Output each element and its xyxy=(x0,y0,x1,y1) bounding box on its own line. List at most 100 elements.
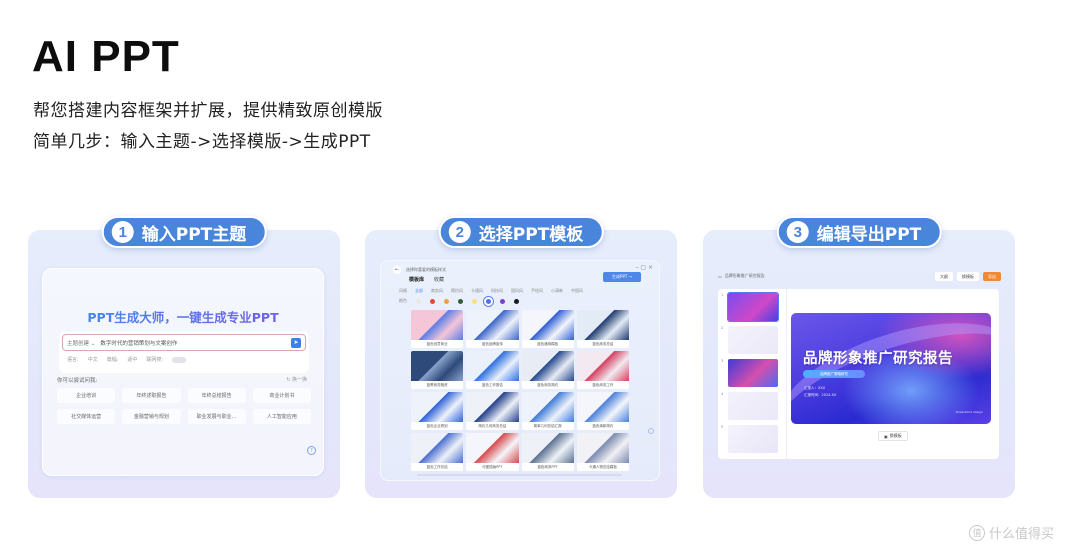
template-card[interactable]: 蓝色品牌宣传 xyxy=(466,310,519,348)
template-thumbnail xyxy=(576,351,629,381)
slide-thumbnail-row[interactable]: 5 xyxy=(721,425,784,453)
length-select[interactable]: 适中 xyxy=(127,357,138,363)
template-thumbnail xyxy=(521,392,574,422)
slide-thumbnail-row[interactable]: 1 xyxy=(721,293,784,321)
change-template-button[interactable]: 换模板 xyxy=(957,272,979,281)
slide-preview[interactable]: 品牌形象推广研究报告 品牌推广策略研究 汇报人：XXX 汇报时间：2024.XX… xyxy=(791,313,991,424)
suggestion-chip[interactable]: 人工智能应用 xyxy=(252,409,311,424)
refresh-suggestions-button[interactable]: ↻ 换一换 xyxy=(286,377,307,383)
page-subtitle-line-1: 帮您搭建内容框架并扩展，提供精致原创模版 xyxy=(33,101,383,121)
template-caption: 蓝色创意商业 xyxy=(426,341,448,346)
template-thumbnail xyxy=(576,310,629,340)
generator-headline: PPT生成大师，一键生成专业PPT xyxy=(43,307,323,326)
template-card[interactable]: 蓝色商务简约 xyxy=(521,351,574,389)
back-arrow-icon[interactable]: ← xyxy=(393,266,401,274)
style-filter-option[interactable]: 中国风 xyxy=(571,288,583,293)
suggestion-chip[interactable]: 社交媒体运营 xyxy=(57,409,116,424)
color-swatch[interactable] xyxy=(416,298,421,304)
template-caption: 简单几何总结汇报 xyxy=(533,423,562,428)
suggestion-chip[interactable]: 职业发展与职业… xyxy=(187,409,246,424)
suggestion-chip[interactable]: 年终述职报告 xyxy=(122,388,181,403)
template-thumbnail xyxy=(411,433,464,463)
topic-input-box: 主题创建 ⌄ 数字时代的营销策划与文案创作 ➤ 语言: 中文 篇幅: 适中 联网… xyxy=(59,331,309,373)
slide-thumbnail[interactable] xyxy=(728,293,778,321)
generate-ppt-button[interactable]: 生成PPT → xyxy=(603,272,641,282)
suggestion-chip[interactable]: 金融营销与规划 xyxy=(122,409,181,424)
template-card[interactable]: 简单几何总结汇报 xyxy=(521,392,574,430)
color-swatch[interactable] xyxy=(500,298,505,304)
suggestion-chip[interactable]: 商业计划书 xyxy=(252,388,311,403)
suggestion-chip[interactable]: 企业培训 xyxy=(57,388,116,403)
template-card[interactable]: 可爱插画PPT xyxy=(466,433,519,471)
style-filter-option[interactable]: 全部 xyxy=(415,288,423,293)
template-card[interactable]: 蓝色通用模板 xyxy=(521,310,574,348)
template-thumbnail xyxy=(466,351,519,381)
style-filter-option[interactable]: 卡通风 xyxy=(471,288,483,293)
style-filter-option[interactable]: 小清新 xyxy=(551,288,563,293)
template-card[interactable]: 蓝色商务PPT xyxy=(521,433,574,471)
slide-thumbnail-row[interactable]: 4 xyxy=(721,392,784,420)
watermark-logo-icon: 值 xyxy=(968,524,985,541)
slide-thumbnail-row[interactable]: 3 xyxy=(721,359,784,387)
outline-button[interactable]: 大纲 xyxy=(935,272,953,281)
template-card[interactable]: 蓝色创意商业 xyxy=(411,310,464,348)
template-caption: 卡通人物总结模板 xyxy=(588,464,617,469)
change-template-inline-button[interactable]: ▣ 换模板 xyxy=(878,431,908,441)
suggestion-chip[interactable]: 年终总结报告 xyxy=(187,388,246,403)
template-picker-window: ← 选择你喜爱的模板样式 – ▢ × 模板库 收藏 生成PPT → 风格 全部 … xyxy=(380,260,660,481)
slide-thumbnail[interactable] xyxy=(728,392,778,420)
template-caption: 蓝色商务简约 xyxy=(537,382,559,387)
suggestions-label: 你可以尝试问我: xyxy=(57,378,98,384)
template-caption: 蓝色品牌宣传 xyxy=(481,341,503,346)
template-card[interactable]: 蓝色清新简约 xyxy=(576,392,629,430)
tab-template-library[interactable]: 模板库 xyxy=(409,277,425,283)
template-thumbnail xyxy=(466,310,519,340)
template-card[interactable]: 蓝色商务总结 xyxy=(576,310,629,348)
template-card[interactable]: 蓝色商务工作 xyxy=(576,351,629,389)
color-swatch[interactable] xyxy=(472,298,477,304)
template-grid: 蓝色创意商业蓝色品牌宣传蓝色通用模板蓝色商务总结蓝黑商务融资蓝色工作报告蓝色商务… xyxy=(411,310,629,471)
style-filter-option[interactable]: 简约风 xyxy=(451,288,463,293)
color-filter-label: 颜色 xyxy=(399,298,407,303)
scroll-top-icon[interactable] xyxy=(648,428,654,434)
color-swatch[interactable] xyxy=(430,298,435,304)
tab-favorites[interactable]: 收藏 xyxy=(434,277,445,283)
color-swatch[interactable] xyxy=(458,298,463,304)
topic-input[interactable]: 主题创建 ⌄ 数字时代的营销策划与文案创作 ➤ xyxy=(62,334,306,351)
style-filter-option[interactable]: 国风风 xyxy=(511,288,523,293)
suggestion-grid: 企业培训 年终述职报告 年终总结报告 商业计划书 社交媒体运营 金融营销与规划 … xyxy=(57,388,311,424)
step-3-pill: 3 编辑导出PPT xyxy=(776,216,942,248)
send-icon[interactable]: ➤ xyxy=(291,337,301,348)
slide-thumbnail-row[interactable]: 2 xyxy=(721,326,784,354)
template-thumbnail xyxy=(411,310,464,340)
slide-thumbnail[interactable] xyxy=(728,326,778,354)
ppt-generator-window: PPT生成大师，一键生成专业PPT 主题创建 ⌄ 数字时代的营销策划与文案创作 … xyxy=(42,268,324,476)
color-swatch[interactable] xyxy=(514,298,519,304)
template-card[interactable]: 蓝色企业规划 xyxy=(411,392,464,430)
color-swatch-selected[interactable] xyxy=(486,298,491,304)
language-select[interactable]: 中文 xyxy=(87,357,98,363)
template-card[interactable]: 蓝色工作报告 xyxy=(466,351,519,389)
color-filter: 颜色 xyxy=(399,298,519,304)
web-search-toggle[interactable] xyxy=(172,356,187,363)
slide-thumbnail[interactable] xyxy=(728,425,778,453)
style-filter: 风格 全部 商务风 简约风 卡通风 科技风 国风风 手绘风 小清新 中国风 xyxy=(399,288,583,294)
window-controls[interactable]: – ▢ × xyxy=(635,264,653,271)
template-card[interactable]: 蓝色工作总结 xyxy=(411,433,464,471)
style-filter-option[interactable]: 科技风 xyxy=(491,288,503,293)
template-caption: 蓝色清新简约 xyxy=(592,423,614,428)
template-card[interactable]: 蓝黑商务融资 xyxy=(411,351,464,389)
template-thumbnail xyxy=(466,392,519,422)
template-tabs: 模板库 收藏 xyxy=(409,276,444,283)
mode-select[interactable]: 主题创建 ⌄ xyxy=(67,340,96,347)
help-icon[interactable]: ? xyxy=(307,446,316,455)
step-1-pill: 1 输入PPT主题 xyxy=(101,216,267,248)
export-button[interactable]: 导出 xyxy=(983,272,1001,281)
style-filter-option[interactable]: 商务风 xyxy=(431,288,443,293)
color-swatch[interactable] xyxy=(444,298,449,304)
slide-thumbnail[interactable] xyxy=(728,359,778,387)
style-filter-option[interactable]: 手绘风 xyxy=(531,288,543,293)
template-card[interactable]: 卡通人物总结模板 xyxy=(576,433,629,471)
document-icon: ▭ xyxy=(718,273,722,279)
template-card[interactable]: 简约几何商务总结 xyxy=(466,392,519,430)
